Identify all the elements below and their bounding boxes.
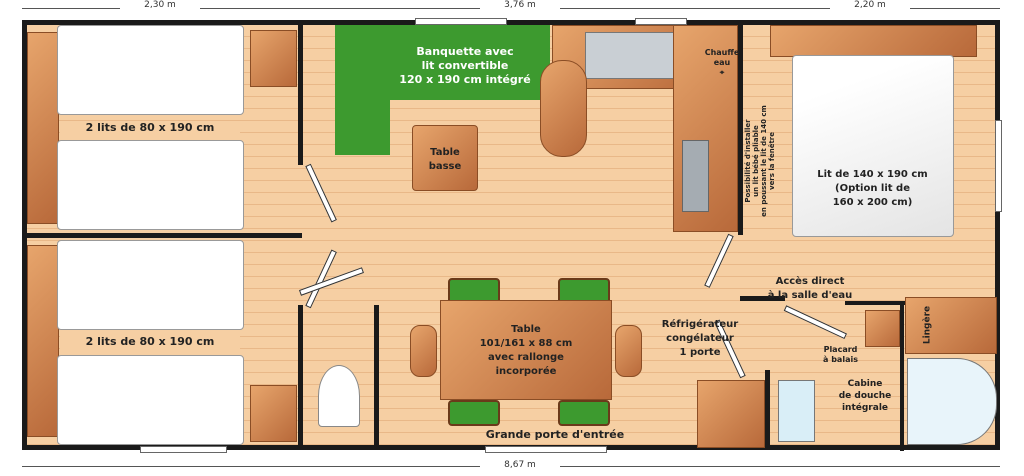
banquette-label: Banquette avec lit convertible 120 x 190…	[390, 45, 540, 87]
label-line: Banquette avec	[416, 45, 514, 58]
bed	[57, 25, 244, 115]
wall	[765, 370, 770, 450]
crib-note: Possibilité d'installer un lit bébé plia…	[744, 91, 776, 231]
shower-label: Cabine de douche intégrale	[830, 378, 900, 414]
washbasin-icon	[778, 380, 815, 442]
kitchen-bar	[540, 60, 587, 157]
bathroom-access-label: Accès direct à la salle d'eau	[755, 275, 865, 303]
label-line: Possibilité d'installer	[744, 119, 752, 203]
label-line: Table	[511, 324, 541, 335]
chair	[410, 325, 437, 377]
label-line: 160 x 200 cm)	[832, 197, 913, 208]
stove-icon	[682, 140, 709, 212]
headboard-shelf	[770, 25, 977, 57]
chair	[558, 400, 610, 426]
bed	[57, 355, 244, 445]
dim-right: 2,20 m	[830, 0, 910, 10]
fridge	[697, 380, 765, 448]
shower-cabin	[907, 358, 997, 445]
toilet-icon	[318, 365, 360, 427]
label-line: 120 x 190 cm intégré	[399, 73, 531, 86]
shelf	[250, 30, 297, 87]
label-line: 1 porte	[679, 347, 721, 358]
wall	[374, 305, 379, 450]
coffee-table: Table basse	[412, 125, 478, 191]
entrance-door[interactable]	[485, 446, 607, 453]
broom-closet-label: Placard à balais	[818, 345, 863, 365]
label-line: Accès direct	[775, 276, 845, 287]
label-line: Réfrigérateur	[661, 319, 739, 330]
label-line: Table	[430, 147, 460, 158]
label-line: incorporée	[495, 366, 557, 377]
fridge-label: Réfrigérateur congélateur 1 porte	[650, 318, 750, 360]
label-line: à balais	[823, 355, 858, 364]
chair	[615, 325, 642, 377]
label-line: avec rallonge	[488, 352, 564, 363]
label-line: de douche	[838, 391, 892, 401]
water-heater-label: Chauffe eau ⌖	[703, 48, 741, 78]
dim-middle: 3,76 m	[480, 0, 560, 10]
label-line: Cabine	[847, 379, 883, 389]
label-line: intégrale	[841, 403, 889, 413]
dim-left: 2,30 m	[120, 0, 200, 10]
entrance-label: Grande porte d'entrée	[485, 428, 625, 441]
label-line: eau	[713, 58, 731, 67]
master-bed	[792, 55, 954, 237]
label-line: un lit bébé pliable	[752, 125, 760, 197]
chair	[448, 400, 500, 426]
crosshair-icon: ⌖	[719, 68, 725, 77]
label-line: lit convertible	[421, 59, 509, 72]
nightstand	[27, 245, 59, 437]
label-line: congélateur	[666, 333, 734, 344]
sink-icon	[585, 32, 677, 79]
label-line: 101/161 x 88 cm	[479, 338, 573, 349]
bed	[57, 140, 244, 230]
banquette-sofa	[335, 25, 390, 155]
label-line: à la salle d'eau	[767, 290, 853, 301]
shelf	[250, 385, 297, 442]
wall	[298, 305, 303, 450]
label-line: vers la fenêtre	[768, 132, 776, 190]
label-line: Placard	[823, 345, 858, 354]
bedroom-bottom-label: 2 lits de 80 x 190 cm	[60, 335, 240, 349]
bedroom-top-label: 2 lits de 80 x 190 cm	[60, 121, 240, 135]
wall	[738, 20, 743, 235]
linen-cupboard	[905, 297, 997, 354]
wall	[900, 301, 904, 451]
bed	[57, 240, 244, 330]
linen-label: Lingère	[922, 305, 933, 345]
dim-total: 8,67 m	[480, 460, 560, 470]
dining-table: Table 101/161 x 88 cm avec rallonge inco…	[440, 300, 612, 400]
window	[415, 18, 507, 25]
label-line: (Option lit de	[835, 183, 910, 194]
broom-closet	[865, 310, 900, 347]
window	[140, 446, 227, 453]
master-bed-label: Lit de 140 x 190 cm (Option lit de 160 x…	[800, 168, 945, 210]
label-line: Chauffe	[704, 48, 740, 57]
window	[635, 18, 687, 25]
label-line: Lit de 140 x 190 cm	[817, 169, 928, 180]
wall	[22, 233, 302, 238]
chair	[558, 278, 610, 304]
wall	[740, 296, 785, 301]
wall	[298, 20, 303, 165]
label-line: en poussant le lit de 140 cm	[760, 105, 768, 217]
window	[995, 120, 1002, 212]
label-line: basse	[428, 161, 462, 172]
nightstand	[27, 32, 59, 224]
